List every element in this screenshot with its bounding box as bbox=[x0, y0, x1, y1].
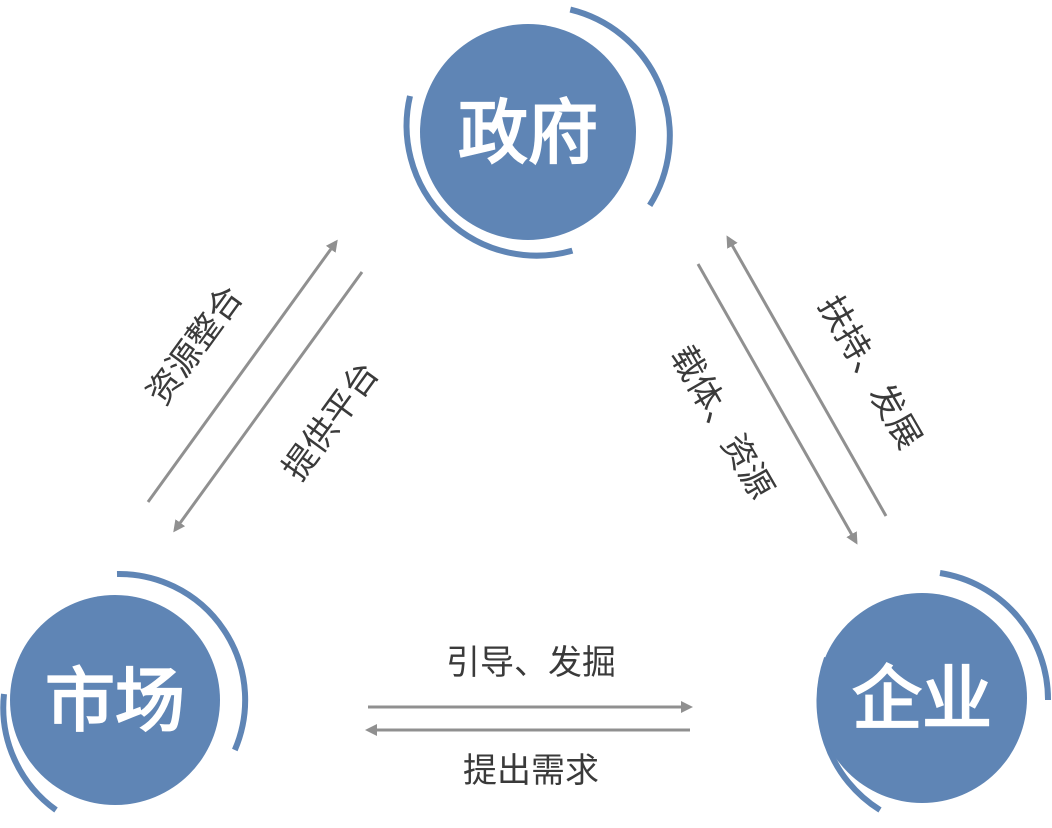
government-circle bbox=[420, 24, 636, 240]
market-label: 市场 bbox=[45, 660, 185, 742]
label-carrier-resources: 载体、资源 bbox=[662, 339, 782, 506]
arrow-government-to-enterprise bbox=[696, 263, 858, 545]
label-guide-explore: 引导、发掘 bbox=[446, 643, 616, 683]
enterprise-circle bbox=[817, 593, 1027, 803]
label-raise-demand: 提出需求 bbox=[463, 751, 599, 791]
arrow-enterprise-to-government bbox=[726, 235, 888, 517]
government-label: 政府 bbox=[458, 92, 598, 174]
government-ring-arc bbox=[403, 95, 574, 259]
enterprise-ring-arc bbox=[939, 570, 1052, 701]
label-support-development: 扶持、发展 bbox=[810, 289, 930, 456]
market-ring-arc bbox=[0, 693, 58, 813]
government-ring-arc bbox=[569, 6, 673, 207]
enterprise-label: 企业 bbox=[852, 658, 992, 740]
label-provide-platform: 提供平台 bbox=[275, 355, 387, 489]
market-ring-arc bbox=[116, 570, 249, 752]
arrow-market-to-government bbox=[146, 239, 338, 503]
government-node: 政府 bbox=[403, 6, 673, 259]
arrow-government-to-market bbox=[173, 271, 364, 533]
market-node: 市场 bbox=[0, 570, 249, 813]
market-circle bbox=[10, 595, 220, 805]
enterprise-node: 企业 bbox=[816, 570, 1052, 813]
label-resource-integration: 资源整合 bbox=[139, 279, 251, 413]
